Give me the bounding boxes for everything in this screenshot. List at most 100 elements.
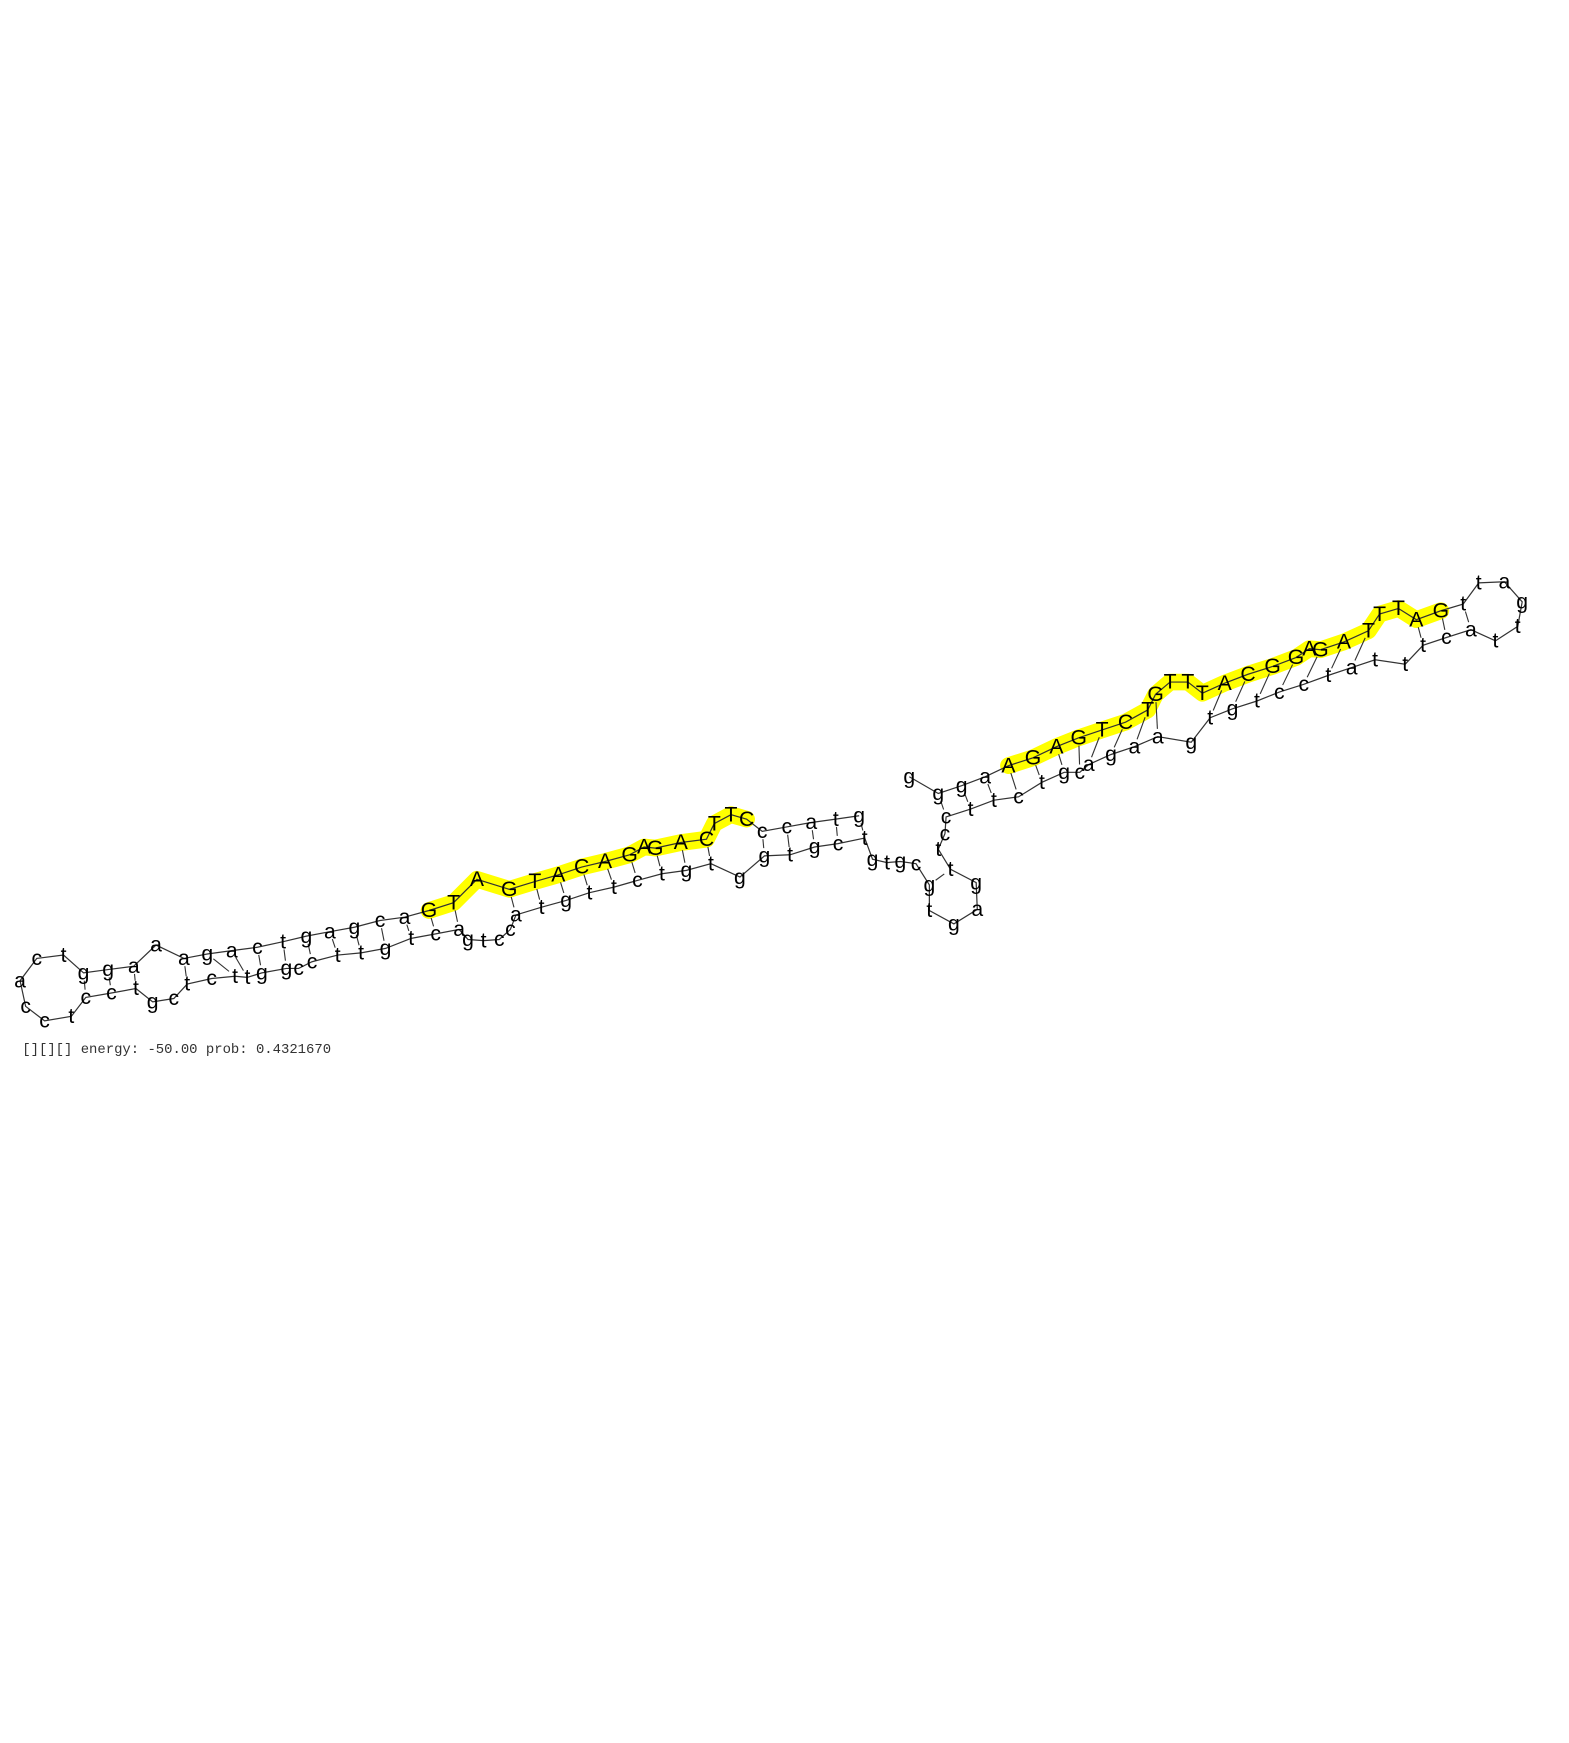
base-pair-line (560, 882, 565, 894)
nucleotide: g (78, 962, 90, 985)
base-pair-line (1464, 611, 1470, 623)
nucleotide: g (809, 836, 821, 859)
nucleotide: A (470, 868, 485, 891)
nucleotide: g (102, 958, 114, 981)
nucleotide: c (169, 987, 180, 1010)
nucleotide: c (494, 928, 505, 951)
nucleotide: g (956, 774, 968, 797)
nucleotide: G (1025, 747, 1041, 770)
nucleotide: c (1274, 681, 1285, 704)
base-pair-line (762, 839, 765, 849)
nucleotide: T (708, 812, 721, 835)
base-pair-line (510, 896, 515, 908)
base-pair-line (1417, 627, 1422, 638)
backbone-layer (19, 581, 1523, 1022)
nucleotide: G (421, 899, 437, 922)
nucleotide: t (244, 966, 250, 989)
nucleotide: C (1240, 663, 1255, 686)
energy-caption: [][][] energy: -50.00 prob: 0.4321670 (22, 1042, 331, 1058)
nucleotide: t (991, 789, 997, 812)
nucleotide: g (867, 848, 879, 871)
base-pair-line (656, 855, 661, 867)
base-pair-line (454, 910, 459, 922)
nucleotide: g (923, 874, 935, 897)
nucleotide: T (1196, 682, 1209, 705)
base-pair-line (1155, 702, 1158, 729)
nucleotide: c (833, 832, 844, 855)
nucleotide: a (226, 939, 238, 962)
base-pair-line (213, 958, 230, 972)
nucleotide: A (1218, 672, 1233, 695)
nucleotide: c (911, 852, 922, 875)
nucleotide: t (61, 944, 67, 967)
nucleotide: t (1493, 630, 1499, 653)
nucleotide: g (948, 913, 960, 936)
base-pair-line (1259, 673, 1270, 695)
nucleotide: t (968, 798, 974, 821)
nucleotide: g (759, 845, 771, 868)
nucleotide: c (106, 982, 117, 1005)
base-pair-line (860, 823, 864, 831)
base-pair-line (1212, 690, 1223, 711)
nucleotide: t (611, 876, 617, 899)
nucleotide: a (1152, 725, 1164, 748)
nucleotide: g (903, 765, 915, 788)
nucleotide: t (1039, 771, 1045, 794)
nucleotide: T (725, 803, 738, 826)
nucleotide: g (560, 889, 572, 912)
nucleotide: a (805, 811, 817, 834)
base-pair-line (355, 934, 360, 946)
nucleotide: T (1373, 603, 1386, 626)
nucleotide: a (399, 906, 411, 929)
nucleotide: t (587, 881, 593, 904)
nucleotide: t (133, 977, 139, 1000)
nucleotide: g (1058, 761, 1070, 784)
base-pair-line (1306, 656, 1318, 678)
nucleotide: A (1049, 735, 1064, 758)
nucleotide: T (447, 891, 460, 914)
base-pair-line (380, 928, 385, 941)
base-pair-line (963, 792, 969, 803)
nucleotide: c (430, 923, 441, 946)
nucleotide: a (150, 934, 162, 957)
base-pair-line (681, 850, 686, 863)
nucleotide: g (681, 859, 693, 882)
nucleotide: c (505, 918, 516, 941)
nucleotide: g (1227, 697, 1239, 720)
base-pair-line (1078, 745, 1081, 765)
base-pair-layer (83, 611, 1470, 990)
base-pair-line (1010, 772, 1017, 790)
nucleotide: g (256, 962, 268, 985)
nucleotide: g (1105, 743, 1117, 766)
nucleotide: g (348, 916, 360, 939)
nucleotide: t (926, 899, 932, 922)
nucleotide: A (1409, 608, 1424, 631)
nucleotide: g (462, 928, 474, 951)
nucleotide: a (971, 898, 983, 921)
base-pair-line (1331, 648, 1342, 669)
nucleotide: c (940, 822, 951, 845)
nucleotide: c (781, 816, 792, 839)
nucleotide: A (551, 864, 566, 887)
nucleotide: G (501, 878, 517, 901)
nucleotide: a (128, 955, 140, 978)
base-pair-line (1282, 664, 1294, 686)
base-pair-line (258, 954, 262, 966)
nucleotide: t (787, 843, 793, 866)
nucleotide: T (1096, 719, 1109, 742)
base-pair-line (1058, 753, 1063, 766)
nucleotide: a (178, 947, 190, 970)
nucleotide: t (1420, 634, 1426, 657)
nucleotide: C (699, 828, 714, 851)
base-pair-line (1113, 729, 1123, 748)
base-pair-line (331, 938, 336, 948)
nucleotide: c (375, 909, 386, 932)
base-pair-line (133, 973, 136, 981)
nucleotide: T (1164, 671, 1177, 694)
nucleotide: t (184, 973, 190, 996)
nucleotide: T (528, 870, 541, 893)
base-pair-line (631, 862, 636, 874)
nucleotide: c (632, 869, 643, 892)
base-pair-line (1354, 637, 1366, 661)
nucleotide: G (647, 837, 663, 860)
